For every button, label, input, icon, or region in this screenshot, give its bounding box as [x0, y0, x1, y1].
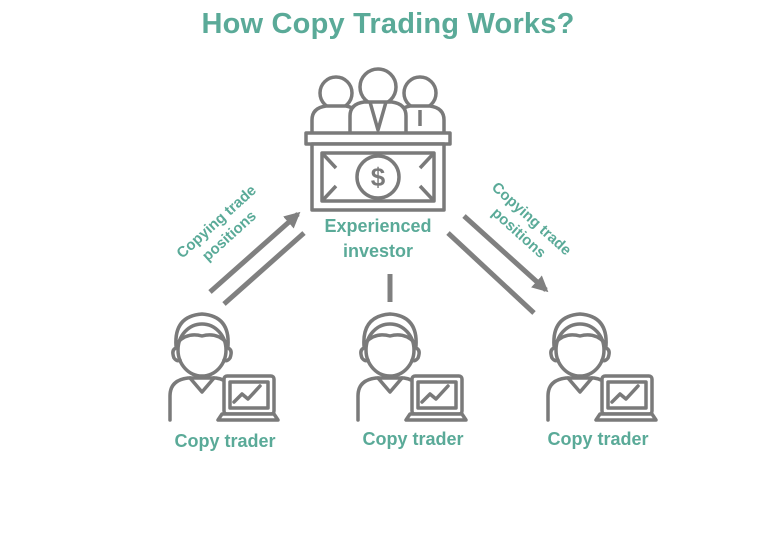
- connector-lines: [208, 211, 549, 315]
- line-right-back: [446, 231, 536, 315]
- traders-layer: [168, 312, 658, 422]
- trader-laptop-icon: [356, 312, 468, 422]
- trader-label-right: Copy trader: [547, 429, 649, 449]
- trader-label-center: Copy trader: [362, 429, 464, 449]
- arrow-up-left: [208, 211, 301, 294]
- investor-label-line2: investor: [342, 241, 414, 261]
- arrow-down-right: [462, 214, 549, 293]
- trader-laptop-icon: [546, 312, 658, 422]
- investor-panel-money-icon: $: [304, 67, 452, 212]
- line-left-back: [222, 231, 306, 306]
- investor-label: Experienced investor: [318, 214, 438, 264]
- money-symbol: $: [371, 162, 386, 192]
- investor-label-line1: Experienced: [324, 216, 432, 236]
- page-title: How Copy Trading Works?: [201, 8, 575, 40]
- trader-laptop-icon: [168, 312, 280, 422]
- trader-label-left: Copy trader: [174, 431, 276, 451]
